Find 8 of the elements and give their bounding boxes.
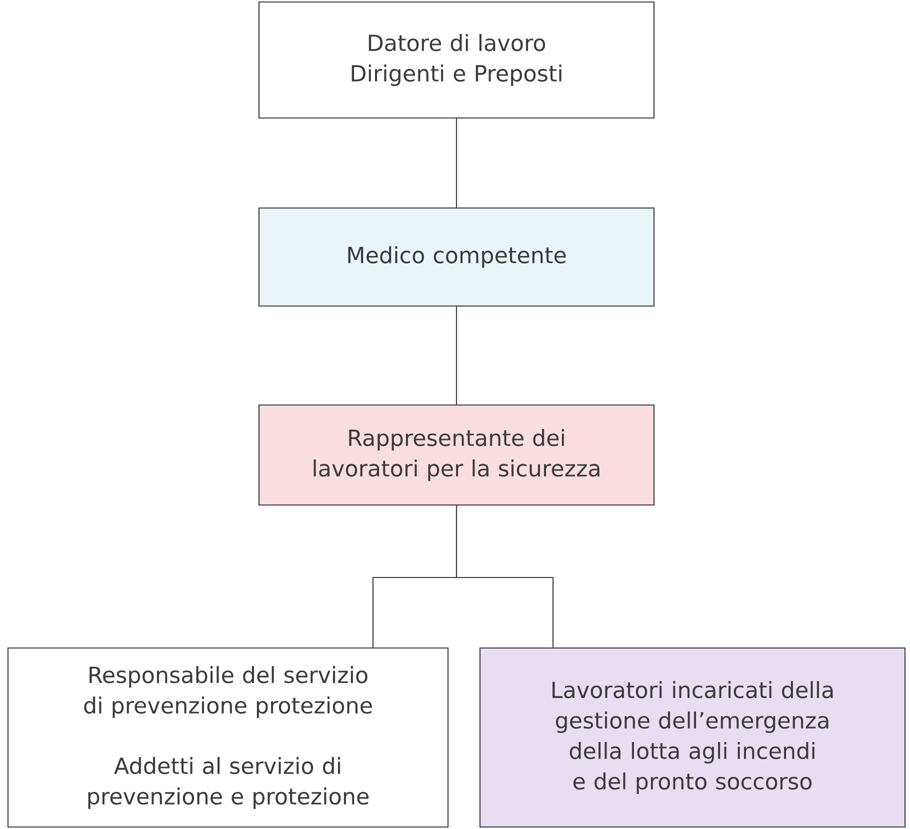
connector-line [456,306,458,404]
org-box: Responsabile del servizio di prevenzione protezione Addetti al servizio di prevenzione e protezione [7,647,449,828]
org-box: Rappresentante dei lavoratori per la sicurezza [258,404,655,506]
connector-line [456,506,554,648]
connector-line [456,118,458,208]
org-box: Lavoratori incaricati della gestione dell’emergenza della lotta agli incendi e del pronto soccorso [479,647,906,828]
org-box: Datore di lavoro Dirigenti e Preposti [258,1,655,119]
org-box: Medico competente [258,207,655,307]
